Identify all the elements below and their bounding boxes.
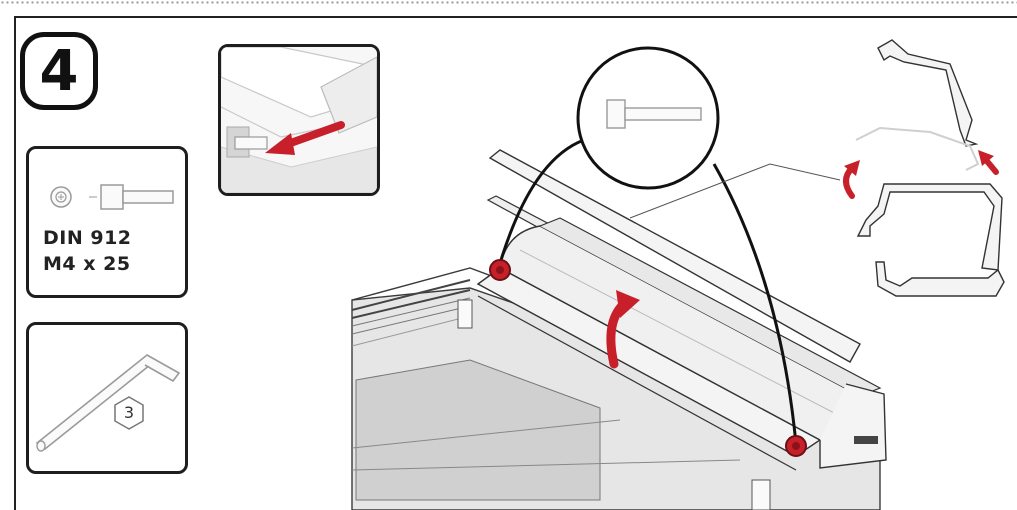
insert-detail-drawing [221, 47, 377, 193]
cabinet-body [351, 267, 881, 510]
rotate-arrow-icon [843, 160, 860, 199]
profile-section-detail [843, 39, 1005, 297]
hex-key-wrench-icon [35, 353, 181, 452]
socket-head-cap-screw-icon [50, 184, 174, 210]
screw-standard-label: DIN 912 [43, 227, 132, 249]
insert-arrow-icon [265, 121, 345, 155]
hex-key-size-label: 3 [123, 403, 135, 422]
screw-spec-box: DIN 912 M4 x 25 [26, 146, 188, 298]
instruction-panel-frame [14, 16, 1017, 510]
top-dotted-border [0, 0, 1017, 6]
screw-size-label: M4 x 25 [43, 253, 131, 275]
guide-line [629, 163, 841, 219]
detail-inset-box [218, 44, 380, 196]
magnified-screw-callout [496, 46, 798, 445]
tool-box: 3 [26, 322, 188, 474]
light-cover-profile [499, 217, 887, 469]
insert-arrow-icon [978, 150, 999, 175]
rotate-arrow-icon [606, 290, 640, 369]
step-number: 4 [39, 38, 79, 104]
step-number-badge: 4 [20, 32, 98, 110]
screw-location-marker-icon [489, 259, 807, 457]
